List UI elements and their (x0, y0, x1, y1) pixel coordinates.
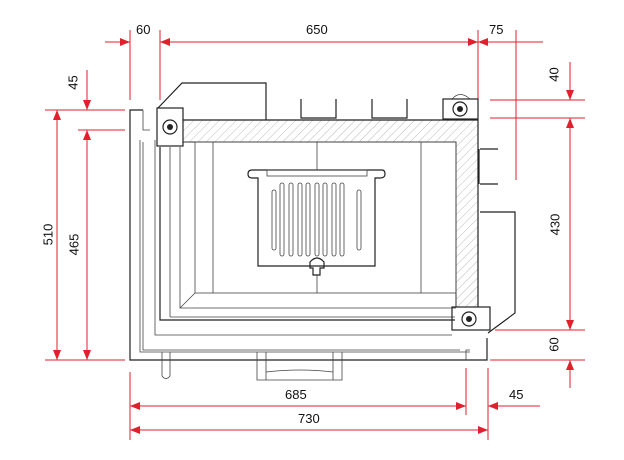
bolt-top-left (156, 107, 184, 147)
grate (247, 169, 386, 276)
dim-bottom-inner: 685 (285, 387, 307, 402)
dim-bottom-total: 730 (298, 411, 320, 426)
dim-bottom-right: 45 (509, 387, 524, 402)
dim-top-width: 650 (306, 22, 328, 37)
bolt-bottom-right (451, 306, 491, 331)
dim-right-bottom: 60 (546, 337, 562, 352)
bolt-top-right (442, 94, 479, 120)
dim-left-top: 45 (65, 75, 81, 90)
dim-top-right: 75 (489, 22, 504, 37)
dim-right-top: 40 (546, 67, 562, 82)
dim-top-left: 60 (136, 22, 151, 37)
fireplace-body (129, 82, 516, 381)
dim-right-middle: 430 (547, 213, 563, 236)
dim-left-total: 510 (40, 223, 56, 246)
dimension-lines (45, 30, 585, 440)
dim-left-inner: 465 (66, 233, 82, 256)
